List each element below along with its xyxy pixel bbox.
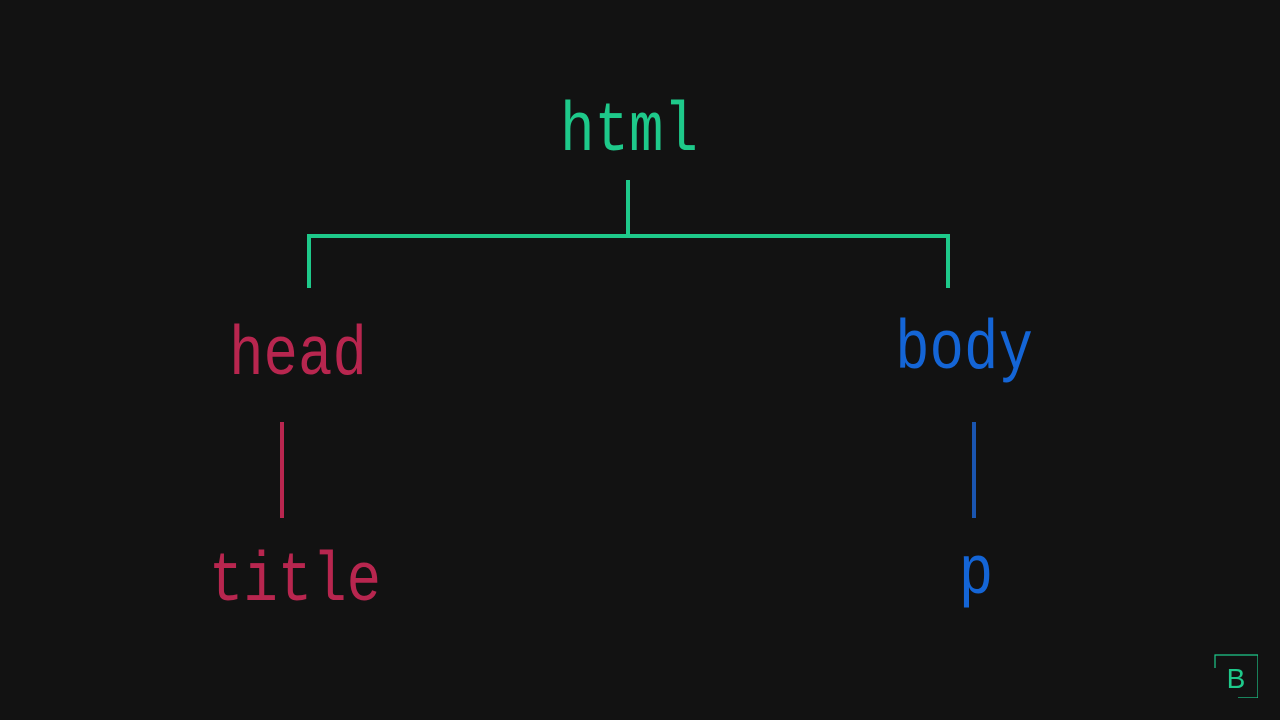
tree-node-p: p [958, 536, 994, 615]
html-branch-line [307, 234, 950, 288]
tree-node-body: body [895, 311, 1033, 390]
logo-letter: B [1227, 663, 1246, 694]
tree-node-html: html [560, 93, 698, 172]
brand-logo-icon: B [1214, 654, 1258, 698]
tree-node-title: title [208, 543, 382, 622]
tree-node-head: head [229, 317, 367, 396]
